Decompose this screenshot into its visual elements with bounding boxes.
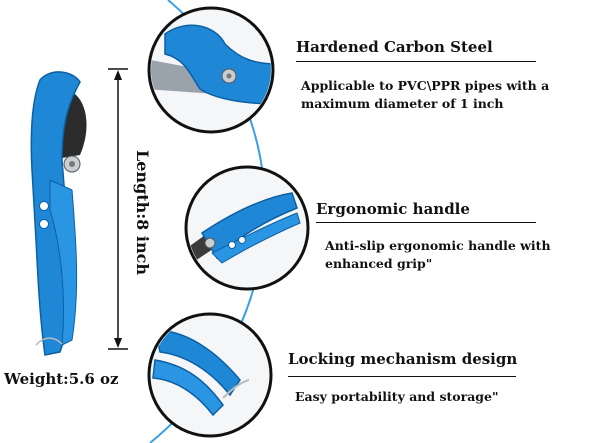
length-dimension-line xyxy=(108,68,128,350)
length-label: Length:8 inch xyxy=(133,150,152,275)
feature-title-ergonomic: Ergonomic handle xyxy=(316,200,470,218)
feature-desc-carbon-steel: Applicable to PVC\PPR pipes with a maxim… xyxy=(301,78,550,111)
handle-closeup-icon xyxy=(184,165,310,291)
weight-label: Weight:5.6 oz xyxy=(4,370,119,388)
feature-title-locking: Locking mechanism design xyxy=(288,350,518,368)
lock-closeup-icon xyxy=(147,312,273,438)
feature-divider xyxy=(316,222,536,223)
feature-desc-locking: Easy portability and storage" xyxy=(295,389,499,404)
feature-title-carbon-steel: Hardened Carbon Steel xyxy=(296,38,493,56)
feature-divider xyxy=(296,61,536,62)
feature-desc-ergonomic: Anti-slip ergonomic handle with enhanced… xyxy=(325,238,551,271)
blade-closeup-icon xyxy=(147,6,275,134)
feature-divider xyxy=(288,376,516,377)
pipe-cutter-icon xyxy=(30,71,87,356)
